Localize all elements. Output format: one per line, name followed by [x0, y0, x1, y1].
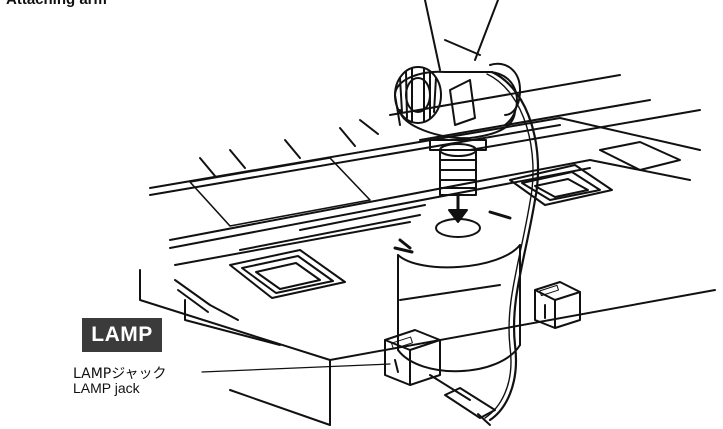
lamp-badge: LAMP — [82, 318, 162, 352]
socket-right — [509, 164, 613, 206]
callout-label-english: LAMP jack — [73, 380, 140, 396]
socket-left — [229, 249, 346, 299]
callout-label-japanese: LAMPジャック — [73, 366, 167, 382]
dc-jack-housing — [534, 281, 581, 329]
socket-left-edge — [174, 279, 239, 321]
lamp-cable — [484, 70, 540, 422]
callout-leader-line — [201, 363, 391, 373]
device-front-wall — [139, 269, 716, 426]
insertion-arrow — [448, 193, 468, 223]
section-title: Attaching arm — [6, 0, 107, 8]
lamp-jack-housing — [384, 329, 441, 386]
mount-post — [393, 210, 521, 373]
socket-rear — [599, 141, 681, 171]
arm-assembly — [394, 0, 521, 196]
lamp-plug — [429, 374, 496, 426]
device-top-panel — [149, 74, 701, 266]
